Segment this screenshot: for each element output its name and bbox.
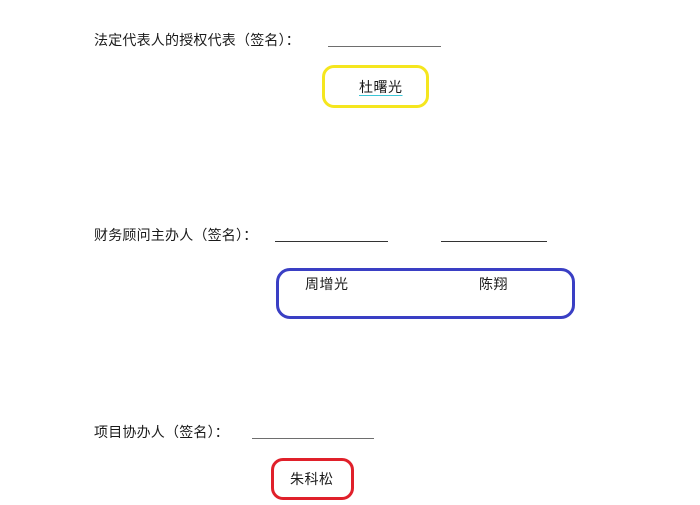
financial-advisor-highlight-box (276, 268, 575, 319)
project-assistant-label: 项目协办人（签名）： (94, 425, 229, 441)
legal-rep-signature-name: 杜曙光 (359, 80, 403, 96)
legal-rep-highlight-box (322, 65, 429, 108)
legal-rep-label: 法定代表人的授权代表（签名）： (94, 33, 300, 49)
legal-rep-signature-line (328, 46, 441, 47)
project-assistant-signature-name: 朱科松 (290, 472, 334, 488)
financial-advisor-signature-name-1: 周增光 (305, 277, 349, 293)
financial-advisor-signature-line-2 (441, 241, 547, 242)
financial-advisor-signature-name-2: 陈翔 (479, 277, 508, 293)
project-assistant-highlight-box (271, 458, 354, 500)
project-assistant-signature-line (252, 438, 374, 439)
financial-advisor-signature-line-1 (275, 241, 388, 242)
financial-advisor-label: 财务顾问主办人（签名）： (94, 228, 258, 244)
